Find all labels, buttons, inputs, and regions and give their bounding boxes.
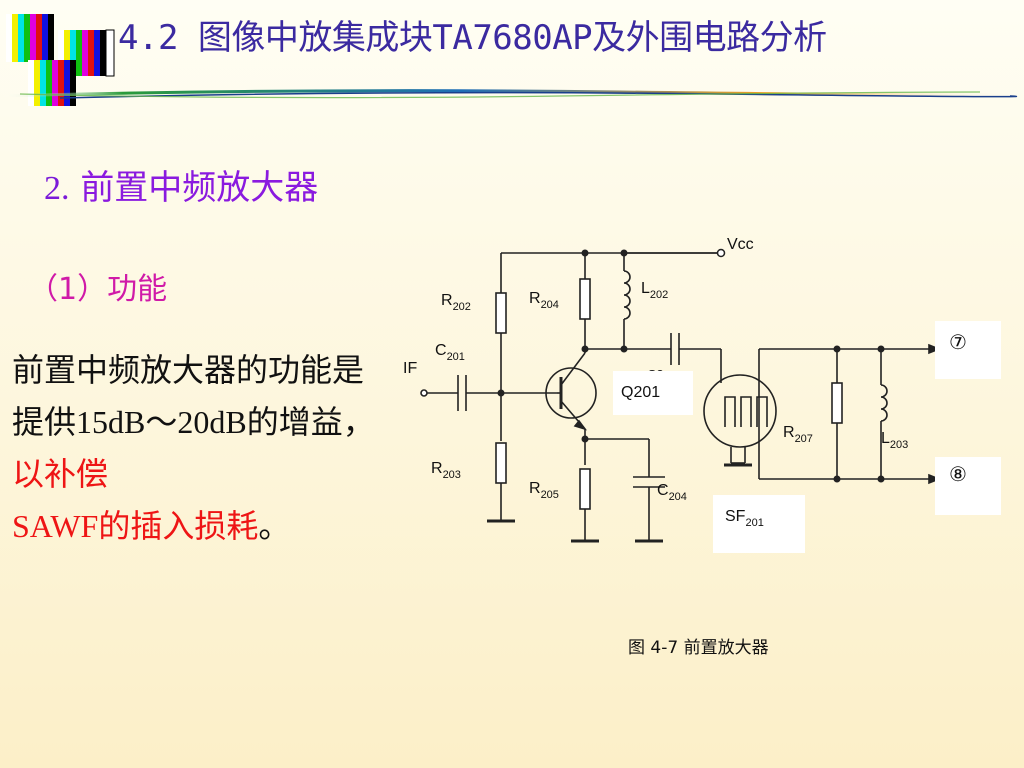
preamp-circuit-diagram: C2 Q201 ⑦ ⑧ Vcc IF R202 R204 L202 C201 R… xyxy=(403,236,1001,553)
label-c201: C201 xyxy=(435,342,465,363)
output-8-box xyxy=(935,457,1001,515)
sf201-label-box xyxy=(713,495,805,553)
slide-title: 4.2 图像中放集成块TA7680AP及外围电路分析 xyxy=(118,18,827,58)
section-heading: 2. 前置中频放大器 xyxy=(44,160,318,209)
transistor-q201 xyxy=(545,367,597,419)
resistor-r207 xyxy=(831,382,843,424)
highlight-insertion-loss: 的插入损耗 xyxy=(98,507,259,545)
resistor-r203 xyxy=(495,442,507,484)
output-7-label: ⑦ xyxy=(949,330,967,354)
function-description: 前置中频放大器的功能是提供15dB～20dB的增益， 以补偿 SAWF的插入损耗。 xyxy=(12,344,392,552)
if-input-terminal xyxy=(420,389,428,397)
body-end: 。 xyxy=(258,507,291,545)
label-r205: R205 xyxy=(529,480,559,501)
section-number: 2. xyxy=(44,170,70,207)
q201-label-box xyxy=(613,371,693,415)
section-title: 前置中频放大器 xyxy=(80,168,319,208)
label-r203: R203 xyxy=(431,460,461,481)
resistor-r204 xyxy=(579,278,591,320)
gain-range: 15dB～20dB xyxy=(76,404,247,440)
color-bars-top-left xyxy=(6,14,54,62)
vcc-terminal xyxy=(716,248,726,258)
body-part-1: 前置中频放大器的功能是提供 xyxy=(12,351,365,441)
color-bars-top-right xyxy=(58,29,115,77)
subsection-heading: （1）功能 xyxy=(28,272,168,307)
label-l202: L202 xyxy=(641,280,668,301)
label-r204: R204 xyxy=(529,290,559,311)
transistor-label-q201: Q201 xyxy=(621,384,660,401)
title-underline-rule xyxy=(0,89,1024,99)
resistor-r202 xyxy=(495,292,507,334)
label-c204: C204 xyxy=(657,482,687,503)
label-r207: R207 xyxy=(783,424,813,445)
output-7-box xyxy=(935,321,1001,379)
output-8-label: ⑧ xyxy=(949,462,967,486)
inductor-l203 xyxy=(880,384,888,422)
body-part-2: 的增益， xyxy=(246,403,375,441)
saw-filter-sf201 xyxy=(703,374,777,448)
color-bars-logo xyxy=(6,14,115,106)
highlight-sawf: SAWF xyxy=(12,508,99,544)
if-input-label: IF xyxy=(403,360,417,377)
label-sf201: SF201 xyxy=(725,508,764,529)
label-r202: R202 xyxy=(441,292,471,313)
inductor-l202 xyxy=(623,270,631,320)
vcc-label: Vcc xyxy=(727,236,754,253)
color-bars-bottom xyxy=(28,60,76,106)
resistor-r205 xyxy=(579,468,591,510)
highlight-compensate: 以补偿 xyxy=(12,455,109,493)
label-l203: L203 xyxy=(881,430,908,451)
figure-caption: 图 4-7 前置放大器 xyxy=(628,638,769,658)
